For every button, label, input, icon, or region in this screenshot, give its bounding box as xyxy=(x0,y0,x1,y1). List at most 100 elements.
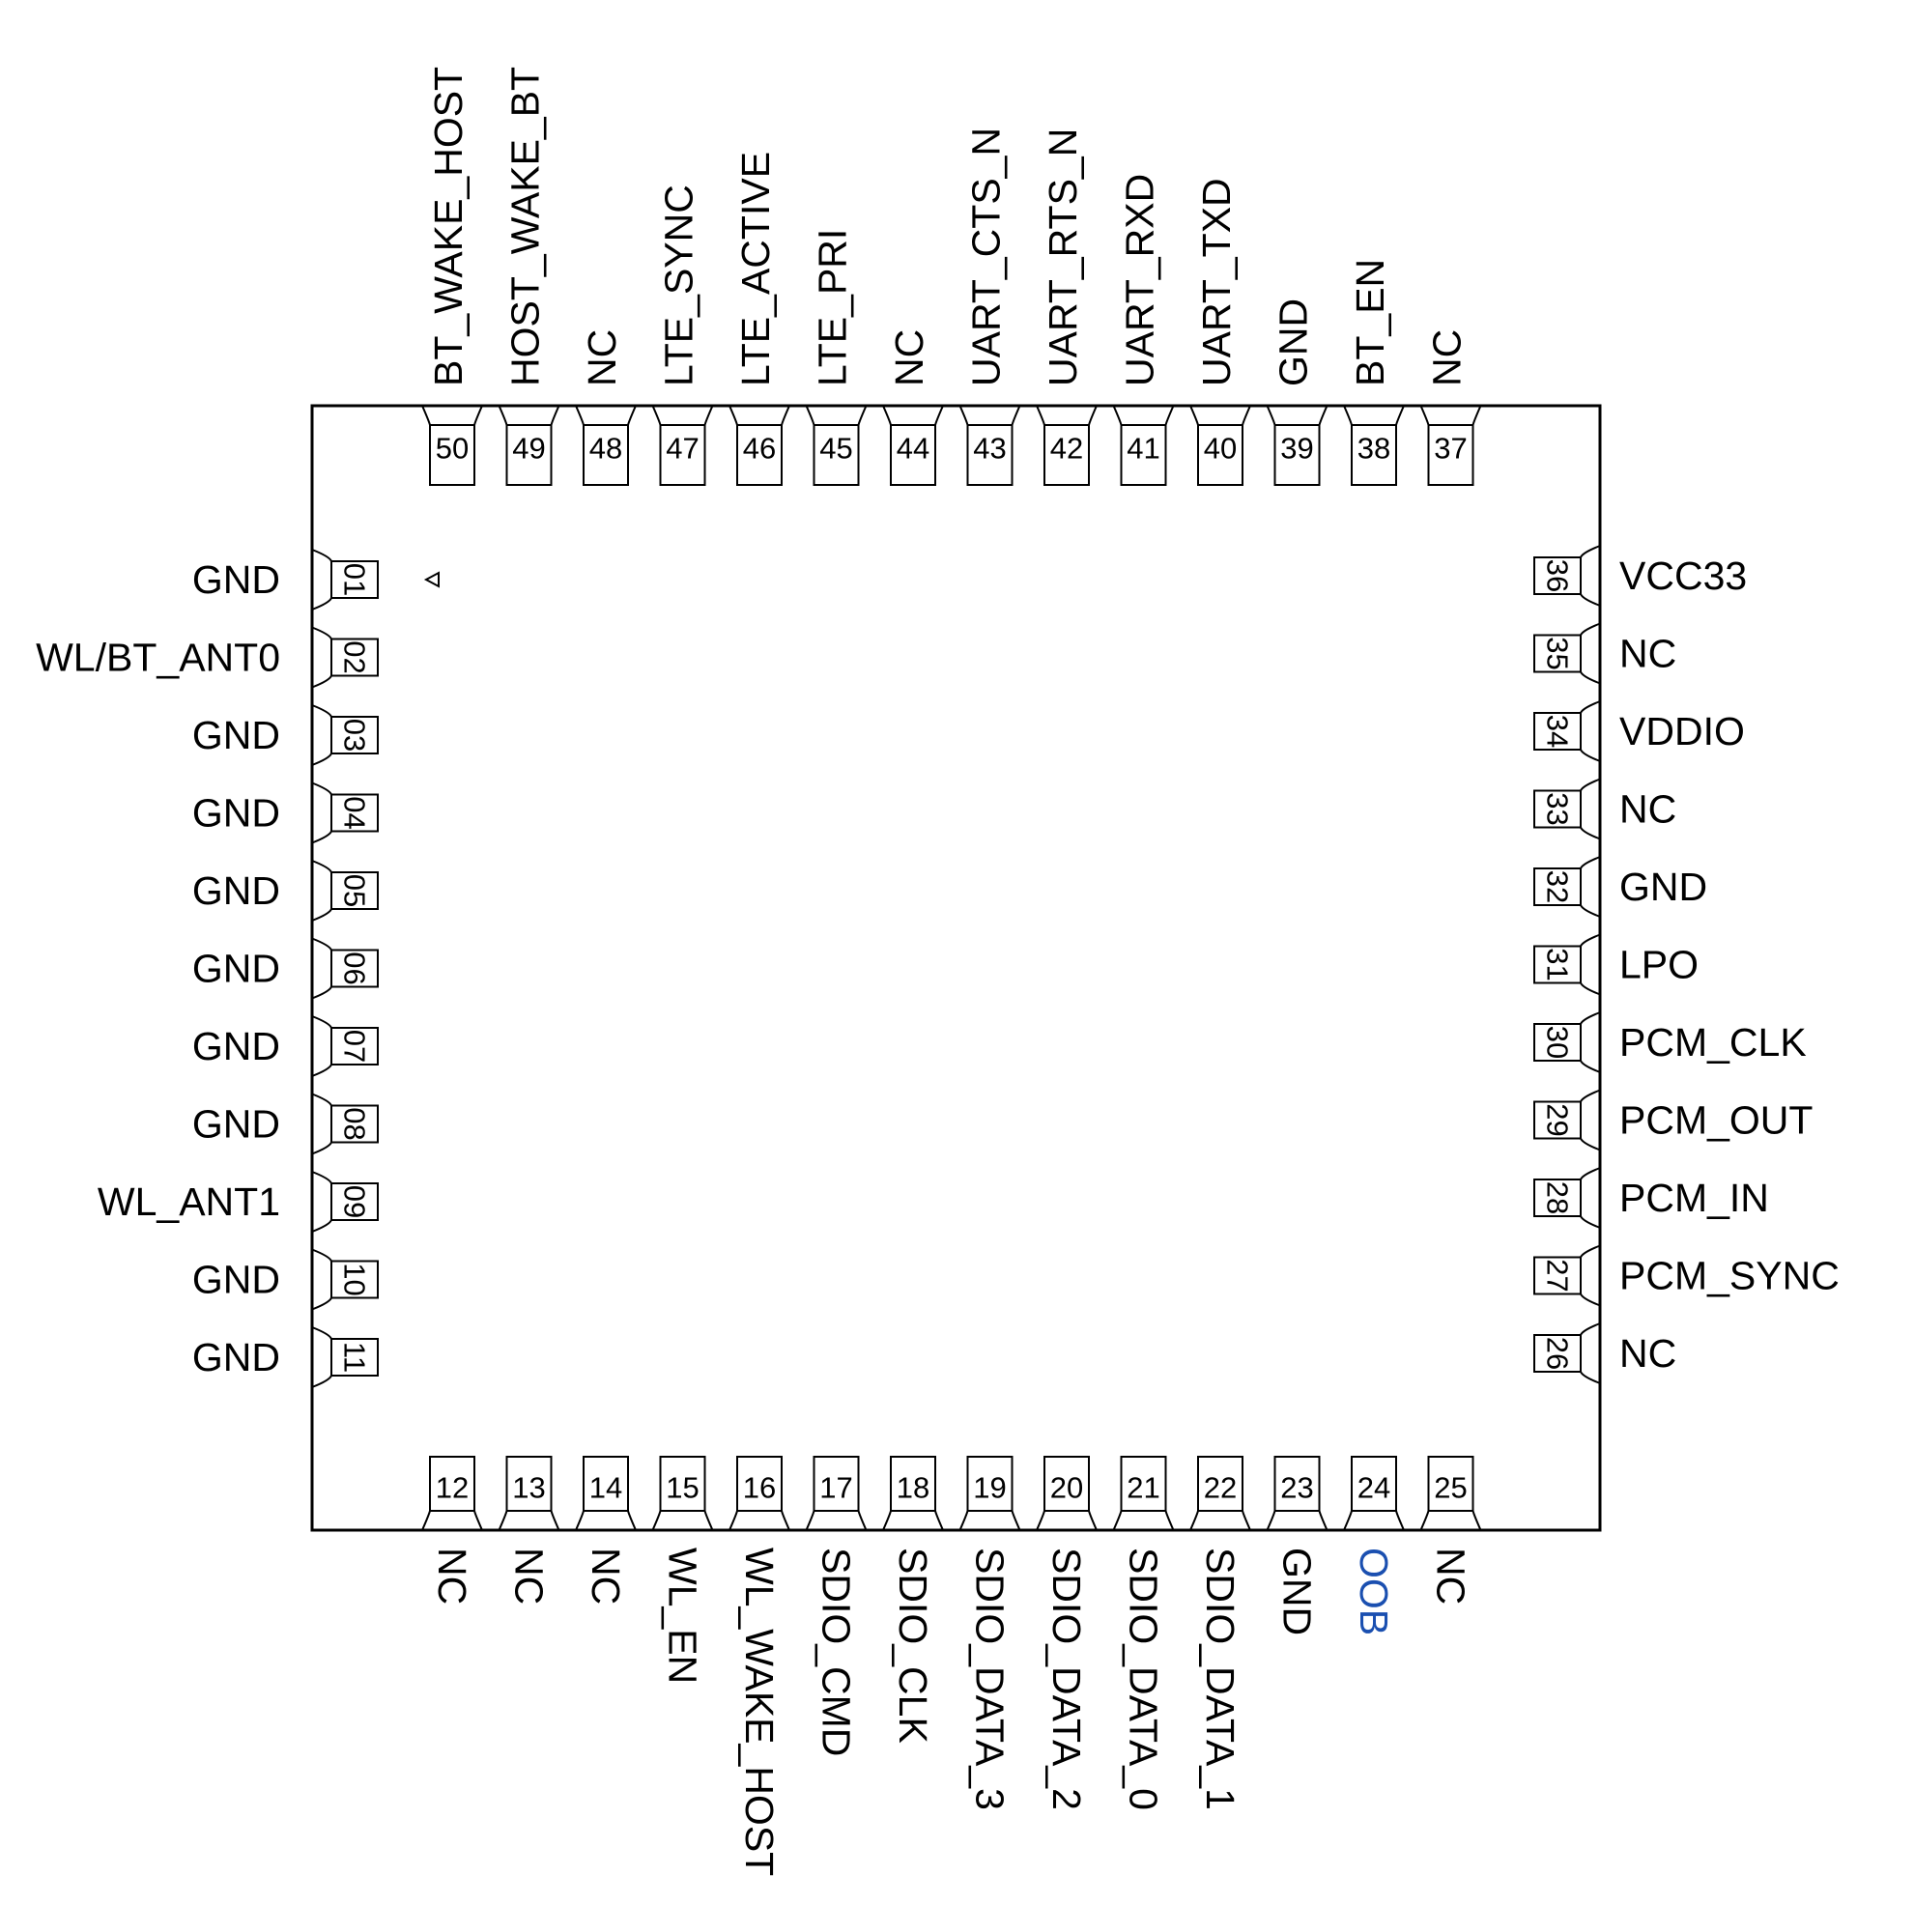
pin-number: 01 xyxy=(338,563,372,596)
pin-number: 40 xyxy=(1204,432,1237,466)
pin-label: LTE_PRI xyxy=(811,229,855,386)
pin-number: 48 xyxy=(589,432,622,466)
pin-lead xyxy=(311,549,332,611)
pin-lead xyxy=(311,1248,332,1311)
pin-label: GND xyxy=(192,1258,280,1302)
pin-label: NC xyxy=(1619,787,1676,832)
pin-number: 13 xyxy=(512,1471,545,1505)
pin-pad xyxy=(659,1456,706,1511)
pin-lead xyxy=(1112,1510,1175,1531)
pin-lead xyxy=(311,1171,332,1233)
pin-number: 39 xyxy=(1280,432,1313,466)
pin-pad xyxy=(736,425,783,486)
pin-pad xyxy=(1197,1456,1243,1511)
pin-pad xyxy=(1533,712,1582,751)
pin-number: 36 xyxy=(1541,559,1575,592)
pin-lead xyxy=(1419,1510,1482,1531)
pin-pad xyxy=(1351,425,1397,486)
pin-label: SDIO_DATA_1 xyxy=(1198,1548,1243,1810)
pin-pad xyxy=(330,1104,379,1144)
pin-pad xyxy=(1533,867,1582,906)
pin-pad xyxy=(330,638,379,677)
pin-number: 08 xyxy=(338,1107,372,1140)
pin-lead xyxy=(311,1093,332,1155)
pin-number: 15 xyxy=(666,1471,699,1505)
pin-lead xyxy=(958,1510,1021,1531)
pin-number: 29 xyxy=(1541,1103,1575,1136)
pin-lead xyxy=(311,704,332,766)
pin-pad xyxy=(429,1456,475,1511)
pin-label: SDIO_CLK xyxy=(891,1548,935,1744)
pin-pad xyxy=(1120,425,1167,486)
pin-pad xyxy=(1533,1334,1582,1373)
pin-pad xyxy=(813,425,860,486)
pin-pad xyxy=(1533,556,1582,595)
pin-number: 19 xyxy=(973,1471,1006,1505)
pin-number: 30 xyxy=(1541,1026,1575,1059)
pin-label: WL_ANT1 xyxy=(98,1179,280,1224)
pin-label: PCM_OUT xyxy=(1619,1098,1813,1143)
pin-pad xyxy=(1533,945,1582,984)
pin-label: GND xyxy=(192,1102,280,1147)
pin-pad xyxy=(1533,1179,1582,1217)
pin-number: 23 xyxy=(1280,1471,1313,1505)
pin-pad xyxy=(966,1456,1014,1511)
pin-number: 35 xyxy=(1541,637,1575,669)
pin-label: SDIO_DATA_3 xyxy=(968,1548,1013,1810)
pin-number: 32 xyxy=(1541,870,1575,903)
pin-lead xyxy=(1343,405,1405,426)
pin-label: GND xyxy=(192,947,280,991)
pin-number: 20 xyxy=(1050,1471,1083,1505)
pin-label: NC xyxy=(1429,1548,1473,1605)
pin-pad xyxy=(1273,1456,1321,1511)
pin-number: 28 xyxy=(1541,1181,1575,1214)
pin-lead xyxy=(728,1510,790,1531)
pin-number: 11 xyxy=(338,1342,372,1373)
pin-label: NC xyxy=(507,1548,552,1605)
pin-35: 35 NC xyxy=(1533,622,1676,685)
pin-pad xyxy=(330,871,379,910)
pin-number: 31 xyxy=(1541,948,1575,980)
pin-number: 49 xyxy=(512,432,545,466)
pin-lead xyxy=(1266,1510,1328,1531)
pin-lead xyxy=(1189,405,1251,426)
pin-pad xyxy=(1427,425,1474,486)
pin-lead xyxy=(1580,933,1601,996)
pin-pad xyxy=(330,793,379,833)
pin-label: NC xyxy=(1619,632,1676,676)
pin-pad xyxy=(966,425,1014,486)
pin-pad xyxy=(330,716,379,754)
pin-number: 09 xyxy=(338,1185,372,1218)
pin-lead xyxy=(1580,700,1601,762)
pin-lead xyxy=(1419,405,1482,426)
module-outline xyxy=(310,404,1602,1532)
pin-lead xyxy=(651,1510,714,1531)
pin-pad xyxy=(1533,634,1582,673)
pin-lead xyxy=(651,405,714,426)
pin-pad xyxy=(1533,1256,1582,1295)
pin-number: 47 xyxy=(666,432,699,466)
